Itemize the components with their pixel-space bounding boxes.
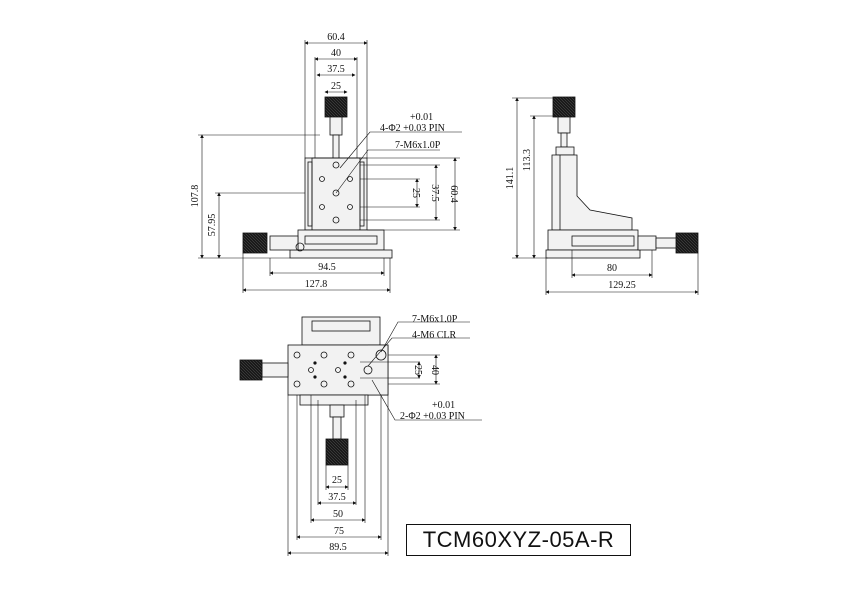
dim-37-5-bottom: 37.5 <box>328 492 346 503</box>
dim-60-4-right: 60.4 <box>448 185 459 203</box>
dim-94-5: 94.5 <box>318 262 336 273</box>
side-view <box>512 96 699 295</box>
front-view <box>198 40 462 293</box>
dim-80: 80 <box>607 263 617 274</box>
left-knob <box>242 232 268 254</box>
dim-25-top-right: 25 <box>412 365 423 375</box>
dim-25-right: 25 <box>410 188 421 198</box>
side-bracket <box>551 154 633 231</box>
dim-37-5-top: 37.5 <box>327 64 345 75</box>
dim-75-bottom: 75 <box>334 526 344 537</box>
dim-40-top: 40 <box>331 48 341 59</box>
top-view <box>239 316 482 556</box>
dim-113-3: 113.3 <box>522 149 533 171</box>
side-top-knob <box>552 96 576 118</box>
top-view-bottom-knob <box>325 438 349 466</box>
callout-thread-front: 7-M6x1.0P <box>395 140 441 151</box>
top-knob <box>324 96 348 118</box>
dim-25-top: 25 <box>331 81 341 92</box>
side-right-knob <box>675 232 699 254</box>
top-view-labels: 7-M6x1.0P 4-M6 CLR 25 40 +0.01 2-Φ2 +0.0… <box>328 314 465 553</box>
dim-57-95: 57.95 <box>207 214 218 237</box>
callout-tol-top: +0.01 <box>432 400 455 411</box>
dim-89-5-bottom: 89.5 <box>329 542 347 553</box>
dim-60-4-top: 60.4 <box>327 32 345 43</box>
side-view-labels: 141.1 113.3 80 129.25 <box>505 149 636 291</box>
model-number: TCM60XYZ-05A-R <box>422 527 615 552</box>
dim-40-top-right: 40 <box>429 365 440 375</box>
dim-107-8: 107.8 <box>190 185 201 208</box>
callout-clr-top: 4-M6 CLR <box>412 330 457 341</box>
z-stage-body <box>304 157 368 231</box>
dim-141-1: 141.1 <box>505 167 516 190</box>
top-view-left-knob <box>239 359 263 381</box>
dim-129-25: 129.25 <box>608 280 636 291</box>
callout-pin-front: 4-Φ2 +0.03 PIN <box>380 123 445 134</box>
dim-127-8: 127.8 <box>305 279 328 290</box>
dim-37-5-right: 37.5 <box>429 184 440 202</box>
dim-50-bottom: 50 <box>333 509 343 520</box>
model-title-block: TCM60XYZ-05A-R <box>406 524 631 556</box>
callout-tol-front: +0.01 <box>410 112 433 123</box>
dim-25-bottom: 25 <box>332 475 342 486</box>
front-view-labels: 60.4 40 37.5 25 25 37.5 60.4 107.8 57.95… <box>190 32 459 290</box>
callout-thread-top: 7-M6x1.0P <box>412 314 458 325</box>
xy-base <box>297 229 385 251</box>
callout-pin-top: 2-Φ2 +0.03 PIN <box>400 411 465 422</box>
